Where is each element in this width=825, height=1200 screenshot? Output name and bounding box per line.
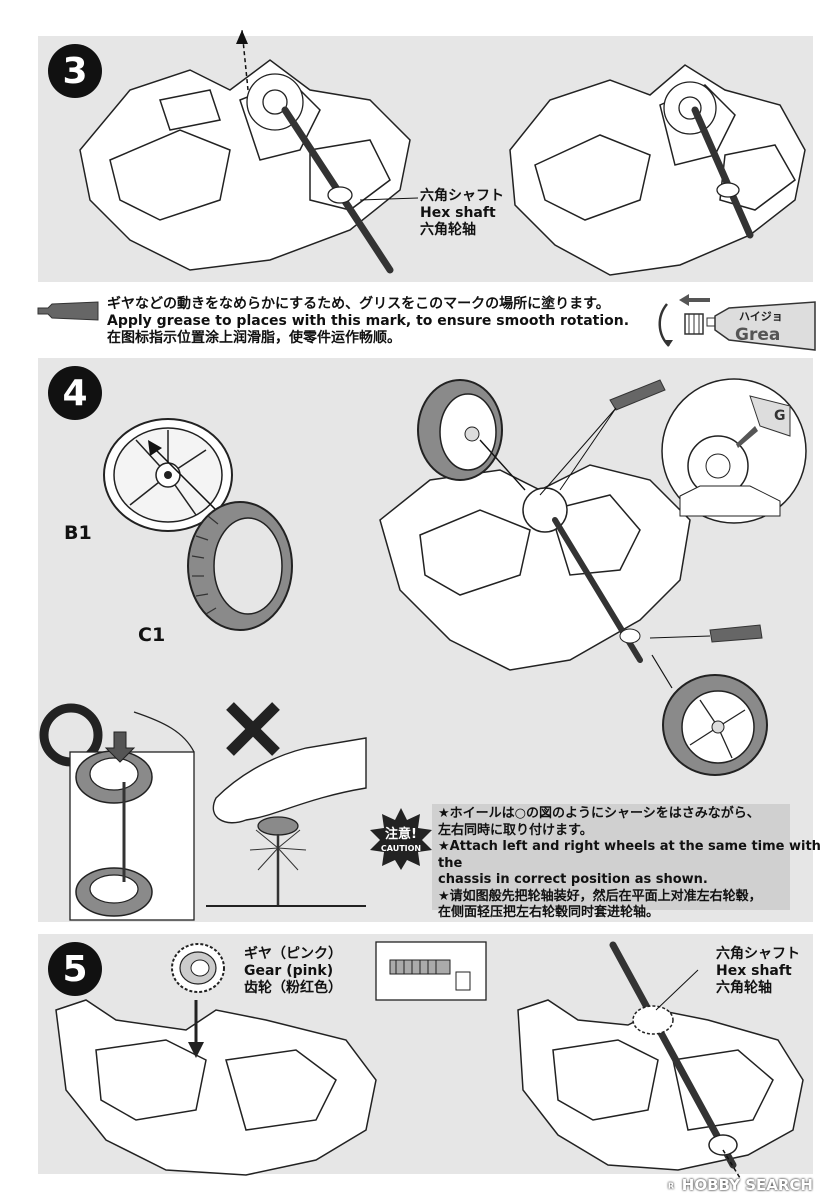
step-4-chassis-assembly-illustration: [379, 379, 768, 776]
wrong-mark-icon: [226, 702, 280, 756]
hobby-search-watermark: R HOBBY SEARCH: [664, 1176, 813, 1194]
grease-instruction: ギヤなどの動きをなめらかにするため、グリスをこのマークの場所に塗ります。 App…: [107, 296, 630, 346]
caution-box: [432, 804, 790, 910]
step-3-chassis-illustration-right: [509, 64, 806, 276]
wheel-b1-illustration: [103, 418, 233, 532]
grease-tube-icon: [37, 301, 99, 321]
step-3-hex-shaft-label: 六角シャフト Hex shaft 六角轮轴: [420, 188, 504, 238]
step-5-chassis-illustration-left: [55, 999, 377, 1176]
caution-badge: 注意! CAUTION: [370, 808, 432, 870]
part-label-b1: B1: [64, 522, 92, 544]
registered-mark-icon: R: [664, 1178, 678, 1192]
step-5-number: 5: [48, 942, 102, 996]
svg-text:R: R: [668, 1182, 674, 1191]
grease-tube-label-en: Grea: [735, 325, 780, 345]
watermark-text: HOBBY SEARCH: [681, 1176, 813, 1194]
tire-c1-illustration: [187, 501, 293, 631]
grease-application-icon: ハイジョ Grea: [658, 294, 816, 351]
step-4-number: 4: [48, 366, 102, 420]
step-3-leader-line: [359, 197, 419, 201]
caution-badge-en: CAUTION: [381, 844, 421, 853]
step-3-chassis-illustration-left: [79, 29, 411, 274]
grease-tube-g-mark: G: [774, 408, 786, 424]
step-3-number: 3: [48, 44, 102, 98]
step-4-gear-closeup-illustration: G: [661, 378, 807, 524]
step-5-gear-closeup-illustration: [375, 941, 487, 1001]
wrong-method-illustration: [206, 737, 367, 907]
grease-tube-label-jp: ハイジョ: [739, 310, 783, 323]
step-5-gear-illustration: [171, 943, 225, 993]
part-label-c1: C1: [138, 624, 166, 646]
step-5-hex-shaft-label: 六角シャフト Hex shaft 六角轮轴: [716, 946, 800, 996]
caution-text: ★ホイールは○の図のようにシャーシをはさみながら、 左右同時に取り付けます。 ★…: [438, 806, 821, 920]
step-5-gear-label: ギヤ（ピンク） Gear (pink) 齿轮（粉红色）: [244, 946, 342, 996]
correct-method-illustration: [69, 711, 195, 921]
caution-badge-jp: 注意!: [385, 826, 417, 842]
step-5-chassis-illustration-right: [517, 941, 804, 1179]
